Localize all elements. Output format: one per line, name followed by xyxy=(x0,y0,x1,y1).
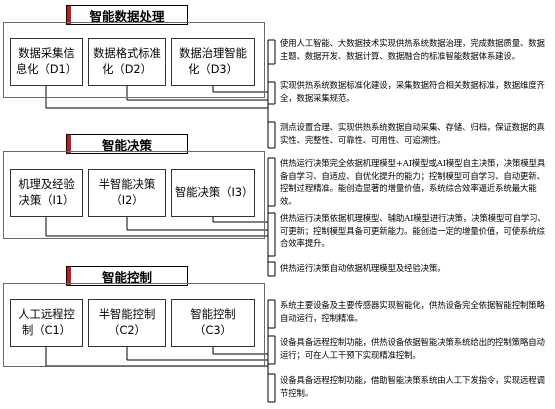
section-frame-decision xyxy=(3,151,265,239)
description-d3: 使用人工智能、大数据技术实现供热系统数据治理，完成数据质量、数据主题、数据开发、… xyxy=(280,38,545,61)
node-d2-data-format: 数据格式标准化（D2） xyxy=(88,38,166,86)
description-i3: 供热运行决策完全依据机理模型+AI模型或AI模型自主决策，决策模型具备自学习、自… xyxy=(280,158,546,206)
description-c1: 设备具备远程控制功能，借助智能决策系统由人工下发指令，实现远程调节控制。 xyxy=(280,375,545,398)
section-title-control: 智能控制 xyxy=(66,266,188,286)
description-i2: 供热运行决策依据机理模型、辅助AI模型进行决策，决策模型可自学习、可更新；控制模… xyxy=(280,213,546,249)
description-i1: 供热运行决策自动依据机理模型及经验决策。 xyxy=(280,263,446,273)
section-title-data-processing: 智能数据处理 xyxy=(66,5,188,25)
section-title-decision: 智能决策 xyxy=(66,134,188,154)
description-c3: 系统主要设备及主要传感器实现智能化，供热设备完全依据智能控制策略自动运行，控制精… xyxy=(280,300,545,323)
description-d2: 实现供热系统数据标准化建设，采集数据符合相关数据标准，数据维度齐全，数据采集规范… xyxy=(280,80,545,103)
node-d1-data-collection: 数据采集信息化（D1） xyxy=(10,38,83,86)
node-i1-mechanism-decision: 机理及经验决策（I1） xyxy=(10,169,83,217)
description-d1: 测点设置合理、实现供热系统数据自动采集、存储、归档，保证数据的真实性、完整性、可… xyxy=(280,122,545,145)
node-c2-semi-intelligent-control: 半智能控制（C2） xyxy=(88,299,166,347)
description-c2: 设备具备远程控制功能，供热设备依据智能决策系统给出的控制策略自动运行；可在人工干… xyxy=(280,337,545,360)
section-frame-control xyxy=(3,283,265,367)
node-c3-intelligent-control: 智能控制（C3） xyxy=(171,299,255,347)
node-i3-intelligent-decision: 智能决策（I3） xyxy=(171,169,255,217)
node-c1-manual-remote-control: 人工远程控制（C1） xyxy=(10,299,83,347)
node-i2-semi-intelligent-decision: 半智能决策（I2） xyxy=(88,169,166,217)
section-frame-data-processing xyxy=(3,22,265,98)
node-d3-data-governance: 数据治理智能化（D3） xyxy=(171,38,255,86)
